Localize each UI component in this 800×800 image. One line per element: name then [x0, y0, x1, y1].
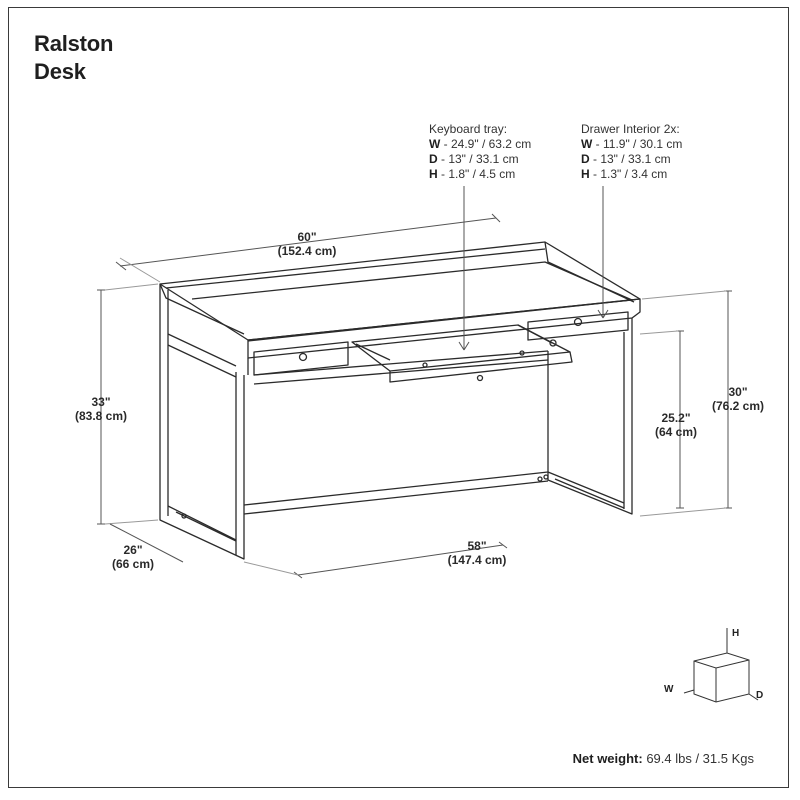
keyboard-tray-spec: Keyboard tray: W - 24.9" / 63.2 cm D - 1…	[429, 122, 531, 182]
drawer-height: H - 1.3" / 3.4 cm	[581, 167, 668, 181]
title-line-2: Desk	[34, 59, 86, 84]
overall-height-dimension: 33" (83.8 cm)	[74, 395, 128, 423]
product-title: Ralston Desk	[34, 30, 113, 86]
keyboard-tray-depth: D - 13" / 33.1 cm	[429, 152, 519, 166]
left-drawer-knob	[298, 352, 308, 362]
top-width-dimension: 60" (152.4 cm)	[277, 230, 337, 258]
left-drawer	[253, 341, 349, 376]
axis-label-depth: D	[756, 690, 764, 701]
drawer-interior-spec: Drawer Interior 2x: W - 11.9" / 30.1 cm …	[581, 122, 682, 182]
axis-cube-icon	[683, 628, 759, 703]
front-apron	[247, 298, 641, 359]
drawer-interior-heading: Drawer Interior 2x:	[581, 122, 680, 136]
right-drawer-knob	[573, 317, 583, 327]
depth-dimension: 26" (66 cm)	[111, 543, 155, 571]
axis-label-width: W	[664, 684, 674, 695]
drawer-width: W - 11.9" / 30.1 cm	[581, 137, 683, 151]
back-rail	[165, 248, 546, 289]
keyboard-tray-height: H - 1.8" / 4.5 cm	[429, 167, 516, 181]
drawer-depth: D - 13" / 33.1 cm	[581, 152, 671, 166]
title-line-1: Ralston	[34, 31, 114, 56]
keyboard-tray-width: W - 24.9" / 63.2 cm	[429, 137, 532, 151]
right-leg	[547, 332, 633, 515]
right-drawer	[527, 311, 629, 341]
keyboard-tray-heading: Keyboard tray:	[429, 122, 508, 136]
knee-height-dimension: 25.2" (64 cm)	[654, 411, 698, 439]
net-weight: Net weight: 69.4 lbs / 31.5 Kgs	[572, 751, 754, 766]
side-rail-left	[159, 283, 245, 335]
diagram-frame	[8, 7, 789, 788]
desk-height-dimension: 30" (76.2 cm)	[711, 385, 765, 413]
left-front-leg	[159, 284, 245, 560]
dimension-lines	[97, 186, 732, 579]
bottom-width-dimension: 58" (147.4 cm)	[447, 539, 507, 567]
bottom-stretcher	[243, 471, 549, 506]
axis-label-height: H	[732, 628, 740, 639]
